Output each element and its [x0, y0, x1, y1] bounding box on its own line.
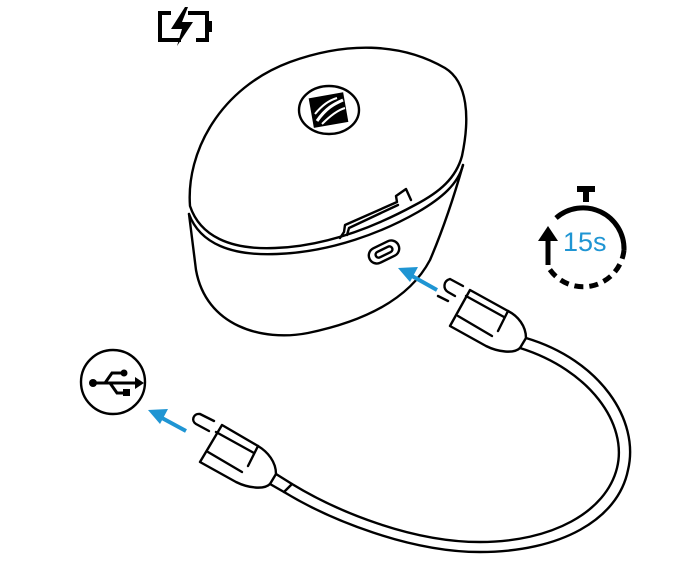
charging-case — [187, 46, 468, 337]
sennheiser-logo-icon — [297, 84, 361, 136]
battery-charging-icon — [158, 7, 212, 46]
case-base — [187, 163, 465, 337]
insert-arrow-icon-usb — [148, 409, 187, 433]
case-lid — [188, 46, 468, 250]
usb-c-port — [367, 239, 401, 265]
usb-cable — [192, 277, 632, 554]
usb-c-connector — [436, 277, 528, 353]
usb-a-connector — [192, 412, 294, 494]
insert-arrow-icon-case — [398, 267, 438, 292]
case-hinge — [338, 187, 413, 240]
stopwatch-icon — [538, 186, 627, 290]
timer-label: 15s — [563, 227, 607, 257]
case-seam — [187, 163, 465, 256]
usb-symbol-icon — [79, 348, 147, 416]
